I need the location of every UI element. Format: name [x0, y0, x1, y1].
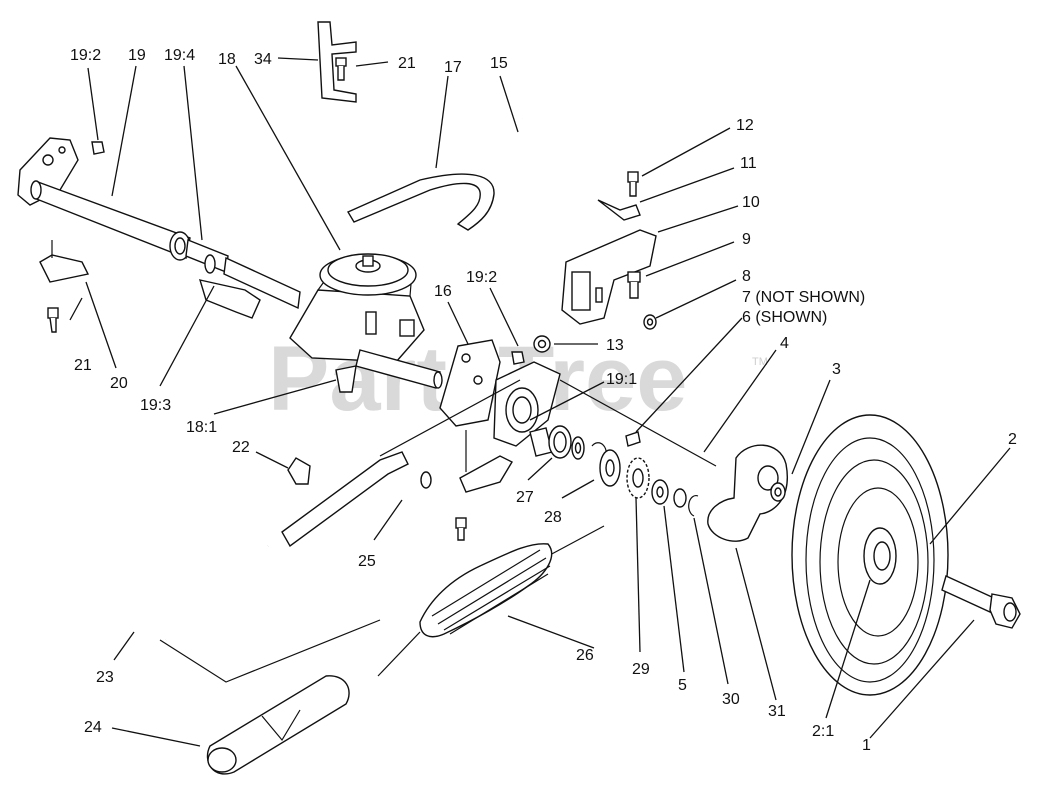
label-17: 17 — [444, 59, 462, 76]
spring-part-26 — [377, 525, 605, 677]
label-22: 22 — [232, 439, 250, 456]
gear-part-29 — [599, 449, 650, 499]
label-28: 28 — [544, 509, 562, 526]
drive-shaft — [223, 256, 301, 310]
label-25: 25 — [358, 553, 376, 570]
clip-part-11 — [597, 199, 641, 221]
belt-guide-part-17 — [346, 173, 495, 231]
label-19-2: 19:2 — [70, 47, 101, 64]
label-19-1: 19:1 — [606, 371, 637, 388]
label-3: 3 — [832, 361, 841, 378]
label-9: 9 — [742, 231, 751, 248]
bolt-part-21-upper — [335, 57, 347, 81]
leader-lines — [69, 57, 1011, 747]
fitting-part-19-2-mid — [511, 351, 525, 365]
label-12: 12 — [736, 117, 754, 134]
bracket-part-10 — [561, 229, 657, 325]
label-2-1: 2:1 — [812, 723, 834, 740]
label-34: 34 — [254, 51, 272, 68]
alignment-lines — [159, 379, 717, 683]
label-5: 5 — [678, 677, 687, 694]
label-7: 7 (NOT SHOWN) — [742, 289, 865, 306]
rod-part-25 — [281, 451, 432, 548]
label-2: 2 — [1008, 431, 1017, 448]
label-24: 24 — [84, 719, 102, 736]
label-19-3: 19:3 — [140, 397, 171, 414]
nut-part-13 — [533, 335, 551, 353]
washer-part-5 — [651, 479, 669, 505]
label-31: 31 — [768, 703, 786, 720]
gearbox-part-18 — [289, 253, 425, 363]
bushing-part-19-4 — [169, 231, 229, 274]
fitting-part-19-2 — [91, 141, 105, 155]
axle-tube-part-19 — [17, 137, 191, 259]
trademark: TM — [752, 356, 768, 368]
plate-part-16 — [439, 339, 501, 427]
label-13: 13 — [606, 337, 624, 354]
bracket-part-20 — [39, 240, 90, 283]
axle-bolt-part-1 — [941, 575, 1021, 629]
label-19: 19 — [128, 47, 146, 64]
label-4: 4 — [780, 335, 789, 352]
label-21: 21 — [398, 55, 416, 72]
nut-part-8 — [643, 314, 657, 330]
label-6: 6 (SHOWN) — [742, 309, 827, 326]
bolt-part-9 — [627, 271, 641, 299]
rod-part-23 — [138, 545, 269, 646]
handle-grip-part-24 — [206, 675, 350, 775]
label-15: 15 — [490, 55, 508, 72]
label-26: 26 — [576, 647, 594, 664]
label-19-2-mid: 19:2 — [466, 269, 497, 286]
label-1: 1 — [862, 737, 871, 754]
label-21-lower: 21 — [74, 357, 92, 374]
bracket-part-34 — [317, 21, 357, 103]
label-18: 18 — [218, 51, 236, 68]
bolt-part-21-lower — [47, 307, 59, 333]
washer-part-28 — [571, 436, 607, 461]
label-18-1: 18:1 — [186, 419, 217, 436]
label-30: 30 — [722, 691, 740, 708]
clip-part-30 — [673, 488, 699, 517]
label-27: 27 — [516, 489, 534, 506]
label-10: 10 — [742, 194, 760, 211]
output-shaft-part-18-1 — [335, 349, 443, 393]
spacer-part-27 — [529, 425, 572, 459]
bolt-part-12 — [627, 171, 639, 197]
bearing-plate-part-19-1 — [493, 361, 561, 447]
label-29: 29 — [632, 661, 650, 678]
clip-part-22 — [287, 457, 311, 485]
label-16: 16 — [434, 283, 452, 300]
label-19-4: 19:4 — [164, 47, 195, 64]
label-20: 20 — [110, 375, 128, 392]
label-11: 11 — [740, 155, 757, 172]
washer-part-3 — [770, 482, 786, 502]
callout-labels: 19:2 19 19:4 18 34 21 17 15 12 11 10 9 8… — [70, 47, 1017, 754]
key-part-6 — [625, 431, 641, 447]
label-23: 23 — [96, 669, 114, 686]
label-8: 8 — [742, 268, 751, 285]
lever-bracket — [455, 455, 513, 541]
control-rod-part-15 — [500, 117, 567, 274]
wheel-part-2 — [791, 414, 949, 696]
